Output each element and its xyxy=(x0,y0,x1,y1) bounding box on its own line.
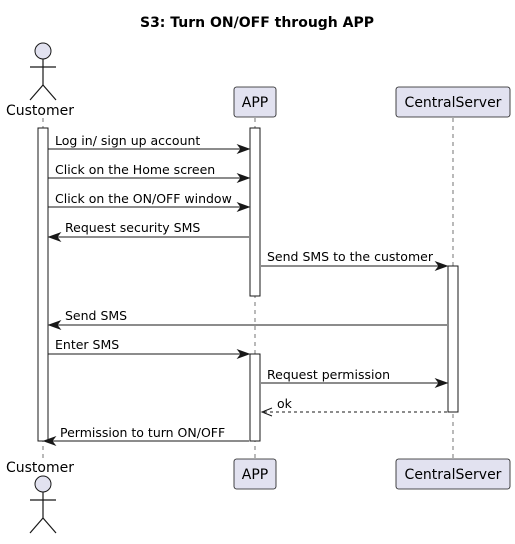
participant-label-customer-bottom: Customer xyxy=(6,460,74,476)
message: Send SMS xyxy=(47,308,447,331)
message-label: Enter SMS xyxy=(55,337,119,352)
activation-customer xyxy=(37,127,49,442)
participant-label-app-bottom: APP xyxy=(242,467,268,483)
participant-app-top: APP xyxy=(233,86,277,118)
participant-centralserver-top: CentralServer xyxy=(395,86,511,118)
message-label: Request permission xyxy=(267,367,390,382)
activation-app-1 xyxy=(249,127,261,297)
participant-app-bottom: APP xyxy=(233,458,277,490)
message: Click on the ON/OFF window xyxy=(48,191,251,213)
message: Enter SMS xyxy=(48,337,251,360)
message-label: Send SMS to the customer xyxy=(267,249,434,264)
message-label: Click on the Home screen xyxy=(55,162,215,177)
participant-label-centralserver-bottom: CentralServer xyxy=(405,467,502,483)
message-label: Log in/ sign up account xyxy=(55,133,200,148)
message-label: Request security SMS xyxy=(65,220,200,235)
actor-head-icon xyxy=(34,42,52,60)
participant-label-app-top: APP xyxy=(242,95,268,111)
participant-label-centralserver-top: CentralServer xyxy=(405,95,502,111)
message-label: Click on the ON/OFF window xyxy=(55,191,232,206)
message: Send SMS to the customer xyxy=(261,249,449,272)
actor-customer-bottom: Customer xyxy=(6,460,74,534)
message: Log in/ sign up account xyxy=(48,133,251,155)
activation-centralserver xyxy=(447,265,459,413)
message-label: ok xyxy=(277,396,293,411)
message: Click on the Home screen xyxy=(48,162,251,184)
participant-centralserver-bottom: CentralServer xyxy=(395,458,511,490)
message-label: Send SMS xyxy=(65,308,127,323)
activation-app-2 xyxy=(249,353,261,442)
diagram-title: S3: Turn ON/OFF through APP xyxy=(140,15,374,31)
actor-head-icon xyxy=(34,475,52,493)
actor-customer-top: Customer xyxy=(6,42,74,119)
message-label: Permission to turn ON/OFF xyxy=(60,425,225,440)
message: Request security SMS xyxy=(47,220,249,243)
message-return: ok xyxy=(260,396,447,417)
message: Permission to turn ON/OFF xyxy=(42,425,249,447)
message: Request permission xyxy=(261,367,449,389)
participant-label-customer-top: Customer xyxy=(6,103,74,119)
